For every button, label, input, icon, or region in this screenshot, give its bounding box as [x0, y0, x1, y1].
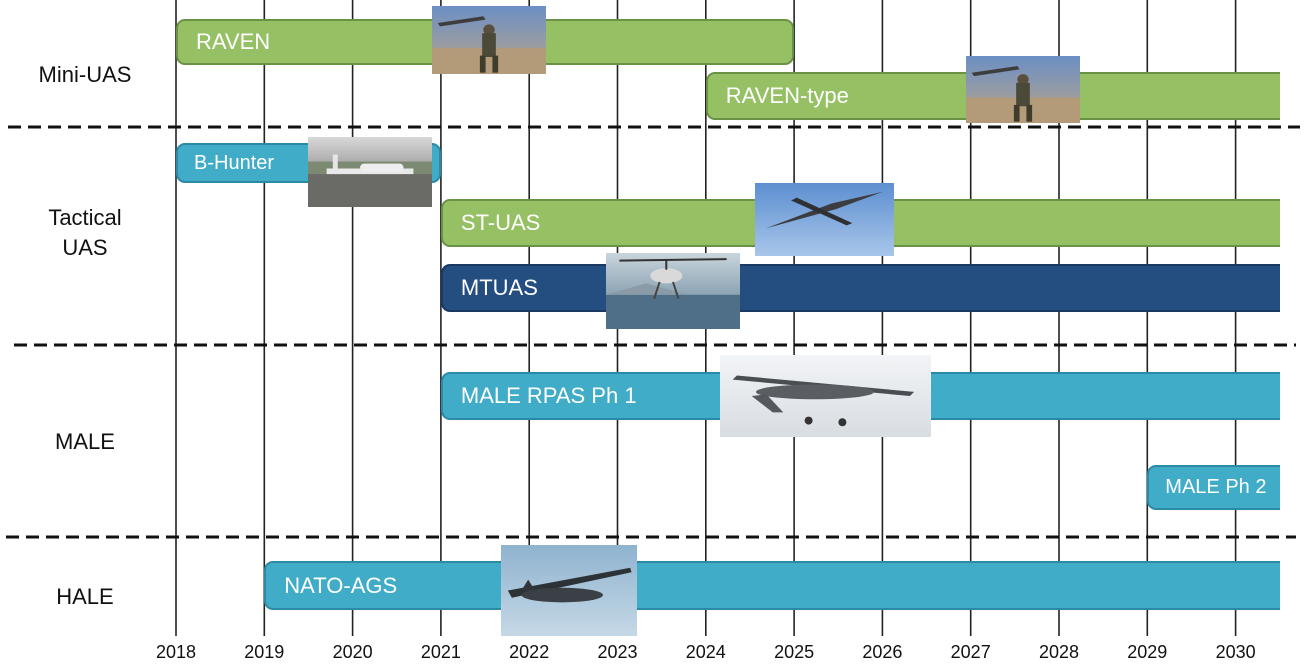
tick-label-2021: 2021: [420, 642, 461, 662]
raven-hand-launch-photo: [966, 56, 1080, 123]
group-separators: [6, 125, 1300, 539]
bar-label-male-ph-2: MALE Ph 2: [1165, 476, 1267, 498]
tick-label-2024: 2024: [685, 642, 726, 662]
category-label-hale: HALE: [56, 584, 114, 609]
tick-label-2029: 2029: [1127, 642, 1168, 662]
bar-label-raven-type: RAVEN-type: [725, 83, 849, 108]
category-label-tactical-uas: Tactical UAS: [48, 205, 122, 260]
tick-label-2025: 2025: [774, 642, 815, 662]
tick-label-2028: 2028: [1038, 642, 1080, 662]
tick-label-2018: 2018: [155, 642, 197, 662]
bar-male-ph-2: MALE Ph 2: [1147, 465, 1280, 510]
tick-label-2026: 2026: [862, 642, 903, 662]
st-uas-in-flight-photo: [755, 183, 894, 256]
tick-label-2023: 2023: [597, 642, 638, 662]
bar-nato-ags: NATO-AGS: [264, 561, 1280, 610]
mtuas-helicopter-photo: [606, 253, 740, 329]
bar-label-mtuas: MTUAS: [460, 275, 538, 300]
bar-label-male-rpas-ph-1: MALE RPAS Ph 1: [460, 383, 637, 408]
tick-label-2027: 2027: [950, 642, 991, 662]
global-hawk-photo: [501, 545, 637, 636]
tick-label-2019: 2019: [244, 642, 285, 662]
bar-label-st-uas: ST-UAS: [460, 210, 541, 235]
reaper-rpas-photo: [720, 355, 931, 437]
tick-label-2022: 2022: [509, 642, 550, 662]
category-label-male: MALE: [55, 429, 115, 454]
tick-label-2030: 2030: [1215, 642, 1256, 662]
bar-label-nato-ags: NATO-AGS: [284, 572, 398, 598]
bar-mtuas: MTUAS: [440, 264, 1280, 312]
tick-label-2020: 2020: [332, 642, 373, 662]
b-hunter-runway-photo: [308, 137, 432, 207]
raven-hand-launch-photo: [432, 6, 546, 74]
bar-label-b-hunter: B-Hunter: [194, 151, 275, 174]
bar-label-raven: RAVEN: [196, 29, 271, 54]
category-label-mini-uas: Mini-UAS: [38, 62, 132, 87]
